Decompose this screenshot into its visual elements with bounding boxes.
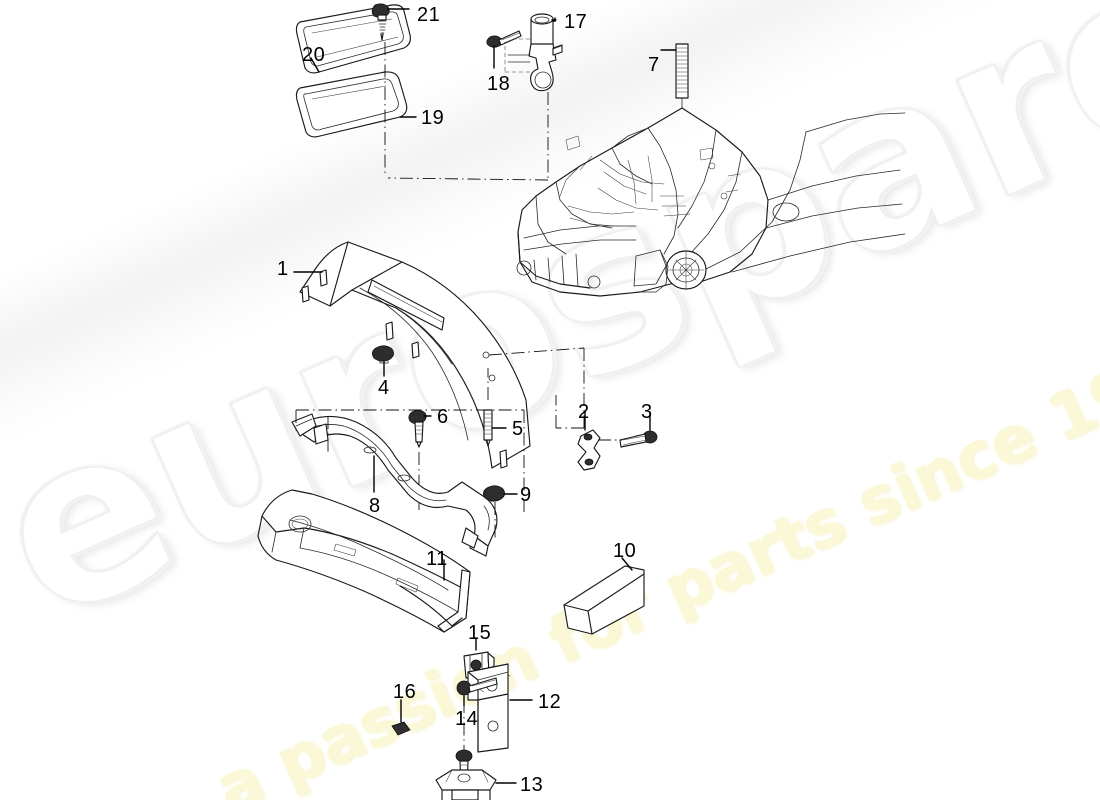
- part-trim-strip-upper: [295, 4, 411, 74]
- part-shoulder-bolt: [408, 409, 427, 448]
- part-hex-bolt: [619, 430, 658, 448]
- part-wedge-block: [563, 565, 645, 635]
- callout-9[interactable]: 9: [520, 484, 532, 506]
- leader-20: [310, 57, 320, 73]
- part-tapping-screw: [371, 3, 390, 41]
- part-square-clip: [391, 721, 411, 736]
- part-stud-bolt: [483, 409, 493, 447]
- part-flange-bolt-upper: [456, 677, 498, 696]
- callout-11[interactable]: 11: [426, 548, 448, 570]
- callout-20[interactable]: 20: [302, 44, 326, 66]
- part-grommet-nut: [372, 345, 394, 364]
- part-hex-bolt-small: [486, 30, 522, 48]
- part-z-bracket: [577, 429, 601, 471]
- part-reinforcement-rail: [291, 413, 498, 557]
- callout-10[interactable]: 10: [613, 540, 637, 562]
- part-tube-bracket: [528, 13, 563, 92]
- leader-17-hook: [552, 17, 556, 22]
- part-grommet-cap: [483, 485, 505, 502]
- callout-2[interactable]: 2: [578, 401, 590, 423]
- part-mounting-base: [435, 769, 497, 800]
- callout-12[interactable]: 12: [538, 691, 562, 713]
- callout-6[interactable]: 6: [437, 406, 449, 428]
- callout-21[interactable]: 21: [417, 4, 441, 26]
- leader-10: [621, 557, 633, 571]
- callout-14[interactable]: 14: [455, 708, 479, 730]
- callout-1[interactable]: 1: [277, 258, 289, 280]
- callout-17[interactable]: 17: [564, 11, 588, 33]
- callout-5[interactable]: 5: [512, 418, 524, 440]
- vehicle-body-assembly: [516, 107, 906, 297]
- callout-3[interactable]: 3: [641, 401, 653, 423]
- callout-4[interactable]: 4: [378, 377, 390, 399]
- callout-18[interactable]: 18: [487, 73, 511, 95]
- callout-7[interactable]: 7: [648, 54, 660, 76]
- callout-8[interactable]: 8: [369, 495, 381, 517]
- part-rear-trim-panel: [299, 241, 531, 469]
- part-trim-strip-lower: [295, 71, 408, 138]
- callout-15[interactable]: 15: [468, 622, 492, 644]
- callout-13[interactable]: 13: [520, 774, 544, 796]
- callout-16[interactable]: 16: [393, 681, 417, 703]
- part-threaded-stud: [675, 43, 689, 99]
- part-lower-cover-panel: [257, 489, 471, 633]
- callout-19[interactable]: 19: [421, 107, 445, 129]
